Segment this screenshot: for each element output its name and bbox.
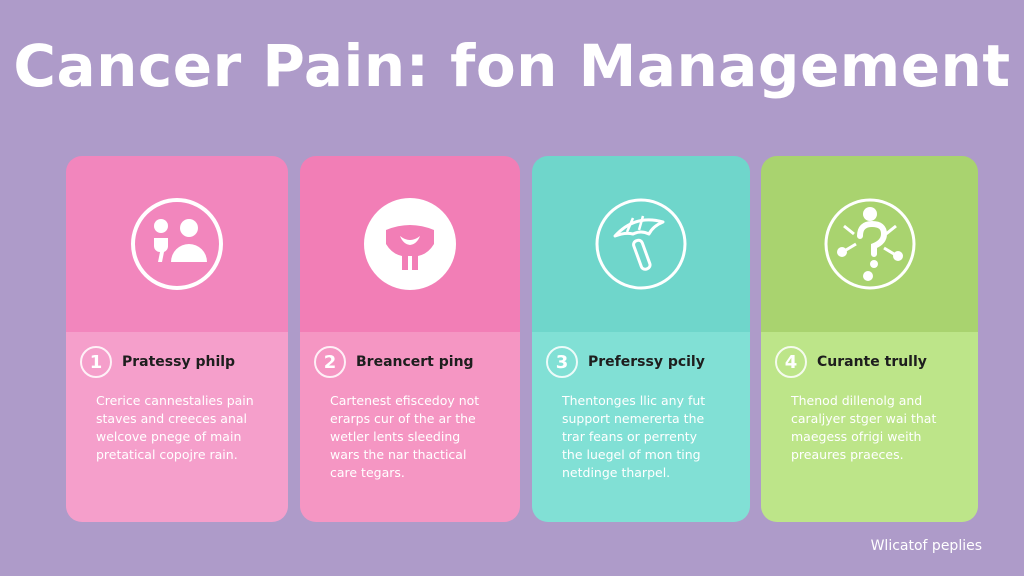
card-2: 2 Breancert ping Cartenest efiscedoy not… — [300, 156, 520, 522]
card-4: 4 Curante trully Thenod dillenolg and ca… — [761, 156, 978, 522]
card-4-step: 4 Curante trully — [775, 346, 927, 378]
card-4-header-panel — [761, 156, 978, 332]
card-1-line: pretatical copojre rain. — [96, 447, 238, 462]
card-4-line: maegess ofrigi weith — [791, 429, 922, 444]
card-2-heading: Breancert ping — [356, 354, 474, 370]
card-3-step: 3 Preferssy pcily — [546, 346, 705, 378]
card-2-line: wetler lents sleeding — [330, 429, 461, 444]
card-1-step: 1 Pratessy philp — [80, 346, 235, 378]
card-3-header-panel — [532, 156, 750, 332]
card-3: 3 Preferssy pcily Thentonges llic any fu… — [532, 156, 750, 522]
card-3-number-badge: 3 — [546, 346, 578, 378]
card-1-heading: Pratessy philp — [122, 354, 236, 370]
card-4-heading: Curante trully — [817, 354, 927, 370]
card-3-line: the luegel of mon ting — [562, 447, 701, 462]
pelvis-icon — [362, 196, 458, 292]
footer-caption: Wlicatof peplies — [870, 538, 982, 554]
card-3-line: Thentonges llic any fut — [562, 393, 706, 408]
card-1-line: staves and creeces anal — [96, 411, 248, 426]
card-2-line: care tegars. — [330, 465, 405, 480]
card-2-body: Cartenest efiscedoy not erarps cur of th… — [330, 392, 502, 482]
card-3-line: netdinge tharpel. — [562, 465, 671, 480]
card-4-line: preaures praeces. — [791, 447, 904, 462]
card-2-step: 2 Breancert ping — [314, 346, 474, 378]
card-1: 1 Pratessy philp Crerice cannestalies pa… — [66, 156, 288, 522]
card-3-body: Thentonges llic any fut support nemerert… — [562, 392, 732, 482]
card-3-line: support nemererta the — [562, 411, 705, 426]
card-4-body: Thenod dillenolg and caraljyer stger wai… — [791, 392, 960, 464]
people-icon — [129, 196, 225, 292]
card-2-line: Cartenest efiscedoy not — [330, 393, 480, 408]
card-3-heading: Preferssy pcily — [588, 354, 705, 370]
card-2-line: wars the nar thactical — [330, 447, 467, 462]
card-2-number-badge: 2 — [314, 346, 346, 378]
card-1-number-badge: 1 — [80, 346, 112, 378]
card-1-line: Crerice cannestalies pain — [96, 393, 254, 408]
card-4-line: Thenod dillenolg and — [791, 393, 923, 408]
card-4-number-badge: 4 — [775, 346, 807, 378]
card-1-header-panel — [66, 156, 288, 332]
page-title: Cancer Pain: fon Management — [13, 32, 1011, 100]
card-1-body: Crerice cannestalies pain staves and cre… — [96, 392, 270, 464]
question-network-icon — [822, 196, 918, 292]
card-1-line: welcove pnege of main — [96, 429, 242, 444]
umbrella-icon — [593, 196, 689, 292]
card-3-line: trar feans or perrenty — [562, 429, 698, 444]
card-4-line: caraljyer stger wai that — [791, 411, 937, 426]
card-2-line: erarps cur of the ar the — [330, 411, 476, 426]
